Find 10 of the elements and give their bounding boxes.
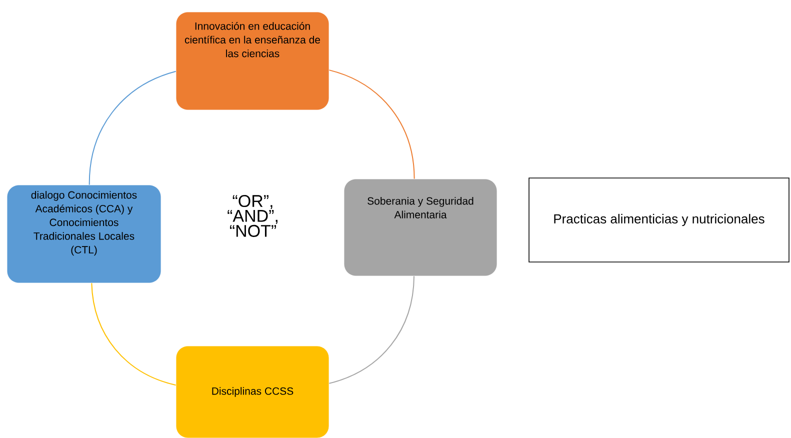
process-box: Disciplinas CCSS [176,346,330,438]
connector-arc [328,70,415,180]
connector-arc [328,276,415,384]
text-box: Practicas alimenticias y nutricionales [528,178,790,262]
center-label: “OR”, “AND”, “NOT” [228,195,278,237]
process-box: Soberania y Seguridad Alimentaria [344,178,498,276]
connector-arc [91,282,176,386]
process-box: Innovación en educación científica en la enseñanza de las ciencias [176,12,330,110]
connector-arc [88,70,176,186]
process-box: dialogo Conocimientos Académicos (CCA) y Conocimientos Tradicionales Locales (CTL) [6,184,162,284]
